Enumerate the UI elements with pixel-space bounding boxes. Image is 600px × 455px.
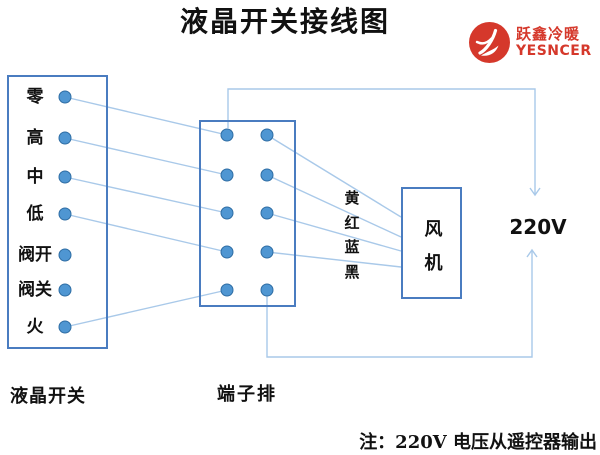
switch-label-mid: 中 <box>26 167 44 187</box>
switch-panel-caption: 液晶开关 <box>10 386 86 407</box>
switch-pin-mid <box>58 170 72 184</box>
wire-color-black: 黑 <box>344 263 360 281</box>
switch-pin-low <box>58 207 72 221</box>
wire-220v-bottom <box>266 251 533 358</box>
brand-name-en: YESNCER <box>516 43 592 59</box>
switch-pin-fire <box>58 320 72 334</box>
arrow-down-icon <box>529 187 541 197</box>
wire-red-to-fan <box>266 174 402 238</box>
terminal-pin-r5 <box>260 283 274 297</box>
wire-color-yellow: 黄 <box>344 189 360 207</box>
wire-color-blue: 蓝 <box>344 238 360 256</box>
terminal-pin-l1 <box>220 128 234 142</box>
switch-label-low: 低 <box>26 204 44 224</box>
switch-label-high: 高 <box>26 128 44 148</box>
terminal-pin-r1 <box>260 128 274 142</box>
footnote: 注：220V 电压从遥控器输出 <box>359 432 597 453</box>
terminal-pin-l3 <box>220 206 234 220</box>
terminal-pin-r4 <box>260 245 274 259</box>
switch-pin-valve-open <box>58 248 72 262</box>
switch-pin-zero <box>58 90 72 104</box>
terminal-pin-r2 <box>260 168 274 182</box>
terminal-block-box <box>199 120 296 307</box>
wire-black-to-fan <box>266 251 402 268</box>
switch-pin-high <box>58 131 72 145</box>
switch-label-zero: 零 <box>26 87 44 107</box>
voltage-label: 220V <box>509 215 567 239</box>
switch-label-valve-close: 阀关 <box>18 280 52 300</box>
brand-name-cn: 跃鑫冷暖 <box>516 25 581 43</box>
brand-logo-icon <box>469 22 510 63</box>
terminal-block-caption: 端子排 <box>217 384 277 405</box>
wire-220v-top <box>227 88 536 194</box>
brand-logo: 跃鑫冷暖 YESNCER <box>468 21 592 64</box>
switch-label-fire: 火 <box>26 317 44 337</box>
fan-label: 风机 <box>421 219 443 287</box>
terminal-pin-r3 <box>260 206 274 220</box>
fan-box: 风机 <box>401 187 462 299</box>
page-title: 液晶开关接线图 <box>179 5 390 38</box>
lcd-switch-box <box>7 75 108 349</box>
arrow-up-icon <box>526 248 538 258</box>
switch-label-valve-open: 阀开 <box>18 245 52 265</box>
terminal-pin-l4 <box>220 245 234 259</box>
terminal-pin-l5 <box>220 283 234 297</box>
wire-color-red: 红 <box>344 214 360 232</box>
wire-yellow-to-fan <box>266 134 402 218</box>
switch-pin-valve-close <box>58 283 72 297</box>
wire-blue-to-fan <box>266 212 402 252</box>
terminal-pin-l2 <box>220 168 234 182</box>
